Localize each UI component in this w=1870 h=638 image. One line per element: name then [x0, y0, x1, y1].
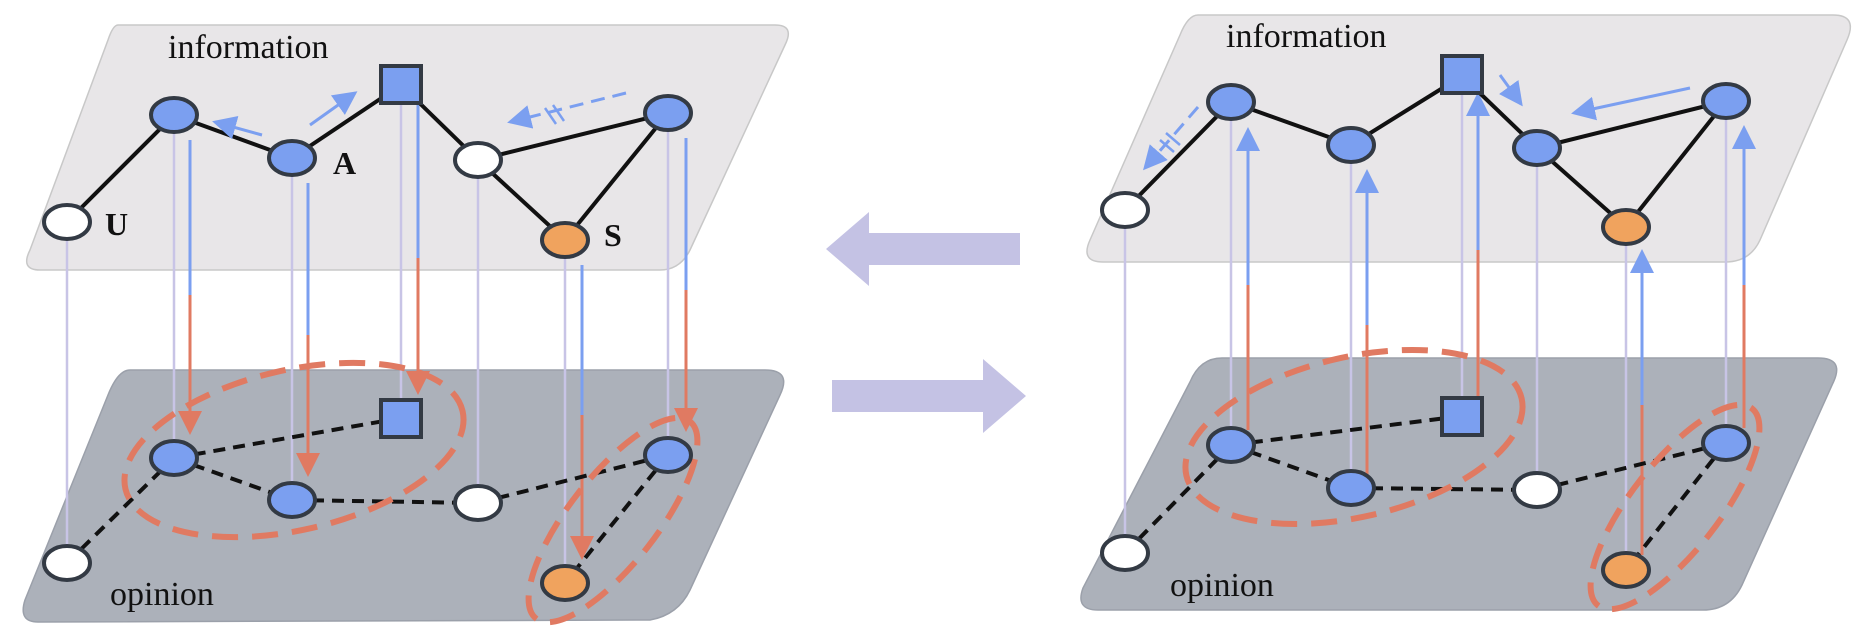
left-info-node-a [267, 139, 317, 177]
right-opinion-nodes [1100, 396, 1751, 589]
left-information-nodes [42, 64, 693, 259]
right-information-plane [1086, 14, 1851, 263]
arrow-left-icon [826, 212, 1020, 286]
left-information-flow-arrows [212, 91, 627, 140]
arrow-right-icon [832, 359, 1026, 433]
node-label-a: A [333, 145, 356, 181]
right-panel: information opinion [1080, 14, 1851, 613]
left-info-node-white [453, 141, 503, 179]
left-info-node-right [643, 94, 693, 132]
right-opinion-label: opinion [1170, 567, 1274, 604]
left-influence-arrows [178, 100, 698, 560]
node-label-u: U [105, 206, 128, 242]
right-information-nodes [1100, 54, 1751, 246]
left-information-plane [25, 24, 790, 271]
left-info-node-1 [149, 96, 199, 134]
left-info-node-u [42, 203, 92, 241]
left-opinion-nodes [42, 398, 693, 602]
right-influence-arrows [1236, 92, 1756, 555]
right-information-flow-arrows [1143, 74, 1691, 171]
right-information-label: information [1226, 18, 1387, 55]
left-opinion-label: opinion [110, 576, 214, 613]
node-label-s: S [604, 217, 622, 253]
left-echo-chambers [121, 359, 701, 626]
right-vertical-links [1123, 76, 1728, 570]
left-info-node-square [379, 64, 423, 105]
left-information-label: information [168, 29, 329, 66]
left-panel: information opinion U A S [22, 24, 790, 626]
left-vertical-links [65, 85, 670, 583]
left-info-node-s [540, 221, 590, 259]
transition-arrows [826, 212, 1026, 433]
right-echo-chambers [1182, 346, 1763, 613]
right-opinion-plane [1080, 357, 1838, 611]
